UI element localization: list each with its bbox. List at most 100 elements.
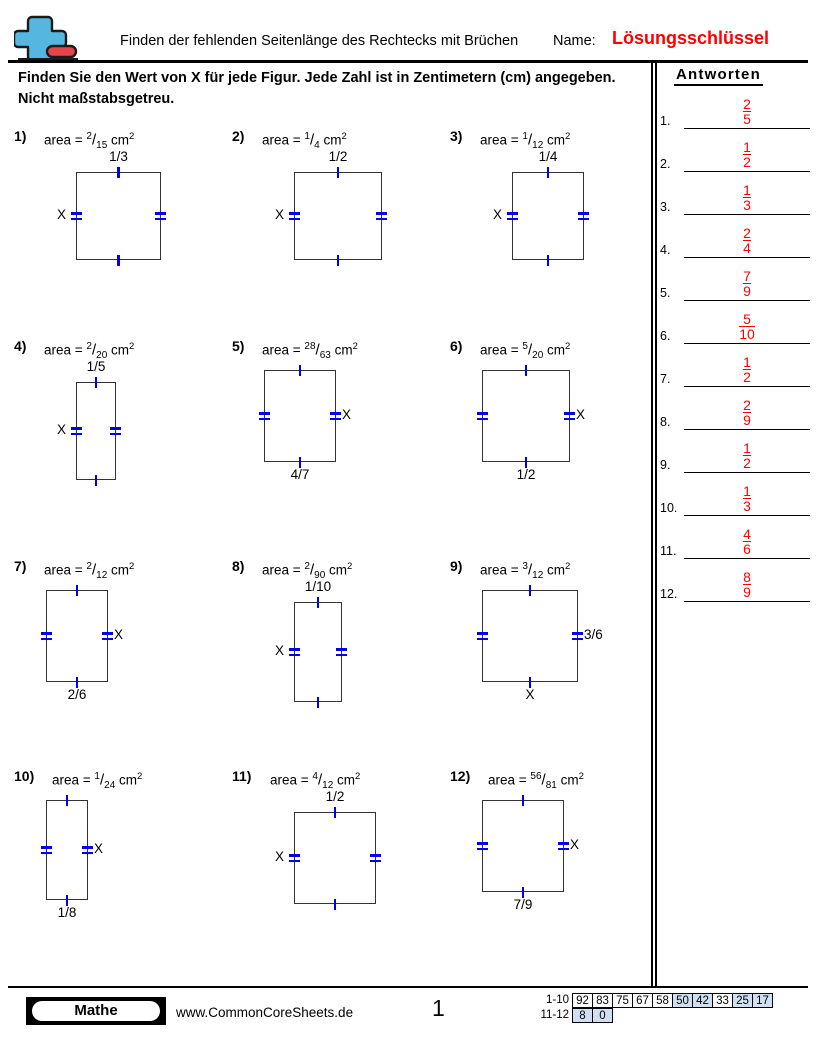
rectangle-shape — [512, 172, 584, 260]
area-prefix: area = — [480, 342, 523, 358]
area-denominator: 20 — [532, 350, 544, 362]
problem-header: 4)area = 2/20 cm2 — [14, 336, 229, 362]
header-divider — [8, 60, 808, 63]
score-cell: 83 — [592, 993, 613, 1008]
area-numerator: 1 — [94, 771, 100, 782]
tick-mark-right — [336, 648, 347, 651]
answer-number: 2. — [660, 157, 671, 171]
tick-mark-right — [82, 846, 93, 849]
area-unit-exponent: 2 — [137, 771, 143, 782]
area-expression: area = 28/63 cm2 — [262, 341, 358, 362]
answer-number: 10. — [660, 501, 678, 515]
area-unit: cm — [337, 772, 356, 788]
area-unit-exponent: 2 — [565, 341, 571, 352]
footer-divider — [8, 986, 808, 988]
tick-mark-top — [528, 585, 532, 596]
area-unit-exponent: 2 — [578, 771, 584, 782]
tick-mark-left — [289, 212, 300, 215]
area-unit: cm — [111, 132, 130, 148]
area-unit-exponent: 2 — [129, 561, 135, 572]
score-cell: 75 — [612, 993, 633, 1008]
tick-mark-bottom — [546, 255, 550, 266]
area-denominator: 24 — [104, 780, 116, 792]
tick-mark-left — [289, 653, 300, 657]
area-numerator: 1 — [522, 131, 528, 142]
side-label-top: 1/2 — [328, 149, 348, 164]
tick-mark-left — [477, 632, 488, 635]
side-label-right: X — [114, 627, 124, 642]
problem-header: 2) area = 1/4 cm2 — [232, 126, 447, 152]
side-label-bottom: 1/2 — [516, 467, 536, 482]
area-denominator: 12 — [96, 570, 108, 582]
rectangle-shape — [264, 370, 336, 462]
problem-number: 2) — [232, 128, 245, 144]
tick-mark-bottom — [298, 457, 302, 468]
rectangle-shape — [482, 370, 570, 462]
area-numerator: 5 — [522, 341, 528, 352]
tick-mark-bottom — [521, 887, 525, 898]
answer-blank-line — [684, 171, 810, 172]
side-label-left: X — [274, 207, 284, 222]
side-label-right: X — [342, 407, 352, 422]
problem-header: 5)area = 28/63 cm2 — [232, 336, 447, 362]
rectangle-shape — [46, 800, 88, 900]
area-denominator: 20 — [96, 350, 108, 362]
problem-header: 1)area = 2/15 cm2 — [14, 126, 229, 151]
tick-mark-left — [477, 412, 488, 415]
tick-mark-left — [289, 854, 300, 857]
problem-number: 1) — [14, 128, 27, 144]
side-label-right: X — [570, 837, 580, 852]
score-cell: 58 — [652, 993, 673, 1008]
score-cell: 33 — [712, 993, 733, 1008]
area-prefix: area = — [480, 132, 523, 148]
area-unit-exponent: 2 — [352, 341, 358, 352]
tick-mark-left — [477, 417, 488, 421]
area-unit: cm — [111, 562, 130, 578]
area-unit: cm — [547, 562, 566, 578]
tick-mark-left — [71, 432, 82, 436]
side-label-right: X — [94, 841, 104, 856]
area-expression: area = 2/90 cm2 — [262, 561, 353, 582]
tick-mark-right — [558, 847, 569, 851]
answer-number: 9. — [660, 458, 671, 472]
answer-numerator: 2 — [743, 95, 751, 112]
area-expression: area = 1/4 cm2 — [262, 131, 347, 152]
tick-mark-left — [289, 217, 300, 221]
tick-mark-right — [376, 212, 387, 215]
answer-denominator: 9 — [743, 412, 751, 429]
tick-mark-right — [330, 417, 341, 421]
answer-numerator: 1 — [743, 138, 751, 155]
answer-numerator: 1 — [743, 181, 751, 198]
problem-number: 3) — [450, 128, 463, 144]
answer-denominator: 9 — [743, 584, 751, 601]
problem-header: 12)area = 56/81 cm2 — [450, 766, 665, 791]
answer-number: 8. — [660, 415, 671, 429]
area-numerator: 2 — [86, 561, 92, 572]
problem-number: 12) — [450, 768, 471, 784]
problem-number: 11) — [232, 768, 252, 784]
page-header: Finden der fehlenden Seitenlänge des Rec… — [0, 0, 816, 63]
tick-mark-left — [41, 846, 52, 849]
area-numerator: 56 — [530, 771, 542, 782]
answer-key-badge: Lösungsschlüssel — [612, 28, 770, 48]
tick-mark-bottom — [336, 255, 340, 266]
tick-mark-right — [376, 217, 387, 221]
answer-numerator: 1 — [743, 482, 751, 499]
tick-mark-left — [41, 851, 52, 855]
area-unit: cm — [323, 132, 342, 148]
